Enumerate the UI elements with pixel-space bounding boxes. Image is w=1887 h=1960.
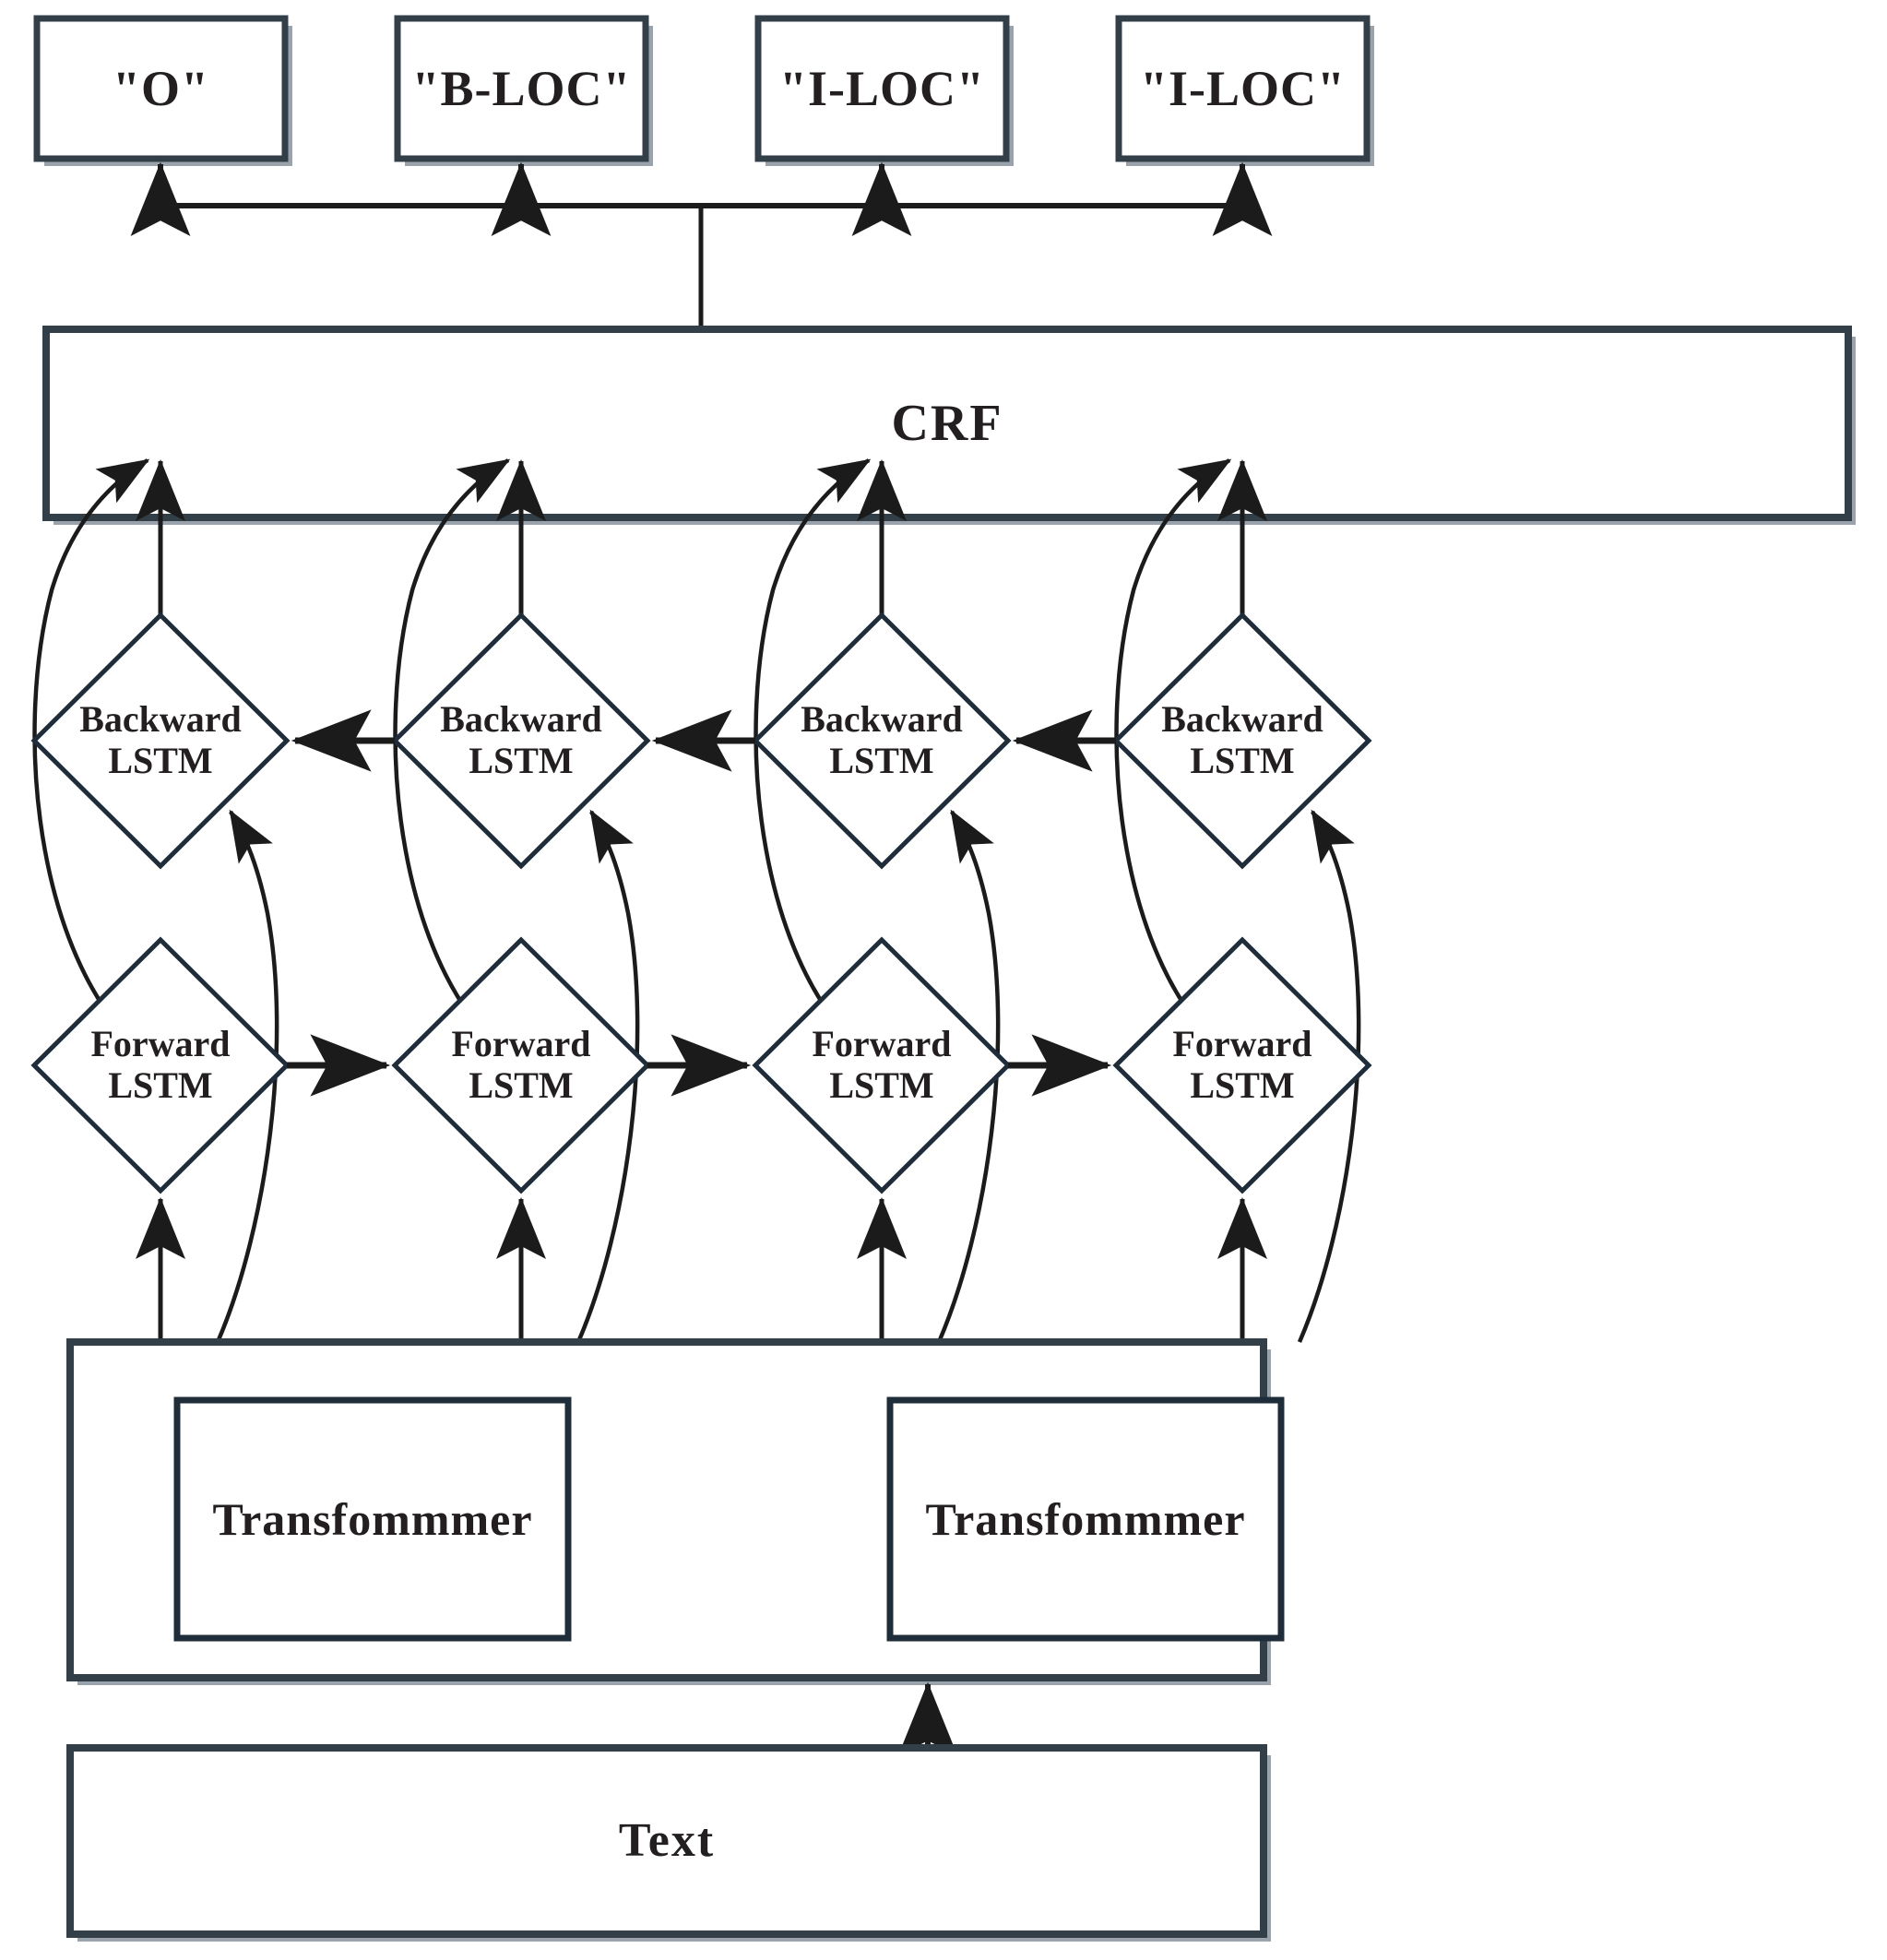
backward-lstm-diamond-3: [1112, 612, 1372, 870]
output-tag-box-3: [1115, 15, 1371, 162]
embedding-to-backward-curves: [215, 809, 1361, 1343]
backward-to-crf-links: [136, 459, 1268, 615]
backward-lstm-diamond-0: [30, 612, 291, 870]
forward-lstm-diamond-3: [1112, 936, 1372, 1194]
transformer-box-1: [886, 1396, 1285, 1642]
backward-lstm-diamond-2: [752, 612, 1012, 870]
crf-to-tags-bus: [130, 161, 1273, 329]
forward-lstm-diamond-0: [30, 936, 291, 1194]
transformer-box-0: [173, 1396, 572, 1642]
output-tag-box-2: [754, 15, 1010, 162]
crf-box: [42, 326, 1852, 521]
backward-lstm-diamond-1: [391, 612, 651, 870]
output-tag-box-1: [394, 15, 649, 162]
forward-lstm-diamonds: [30, 936, 1372, 1194]
backward-lstm-diamonds: [30, 612, 1372, 870]
embedding-to-forward-links: [136, 1197, 1268, 1342]
forward-to-crf-curves: [32, 458, 1242, 1067]
output-tag-boxes: [33, 15, 1371, 162]
forward-lstm-diamond-1: [391, 936, 651, 1194]
forward-lstm-diamond-2: [752, 936, 1012, 1194]
text-input-box: [66, 1744, 1267, 1938]
output-tag-box-0: [33, 15, 289, 162]
